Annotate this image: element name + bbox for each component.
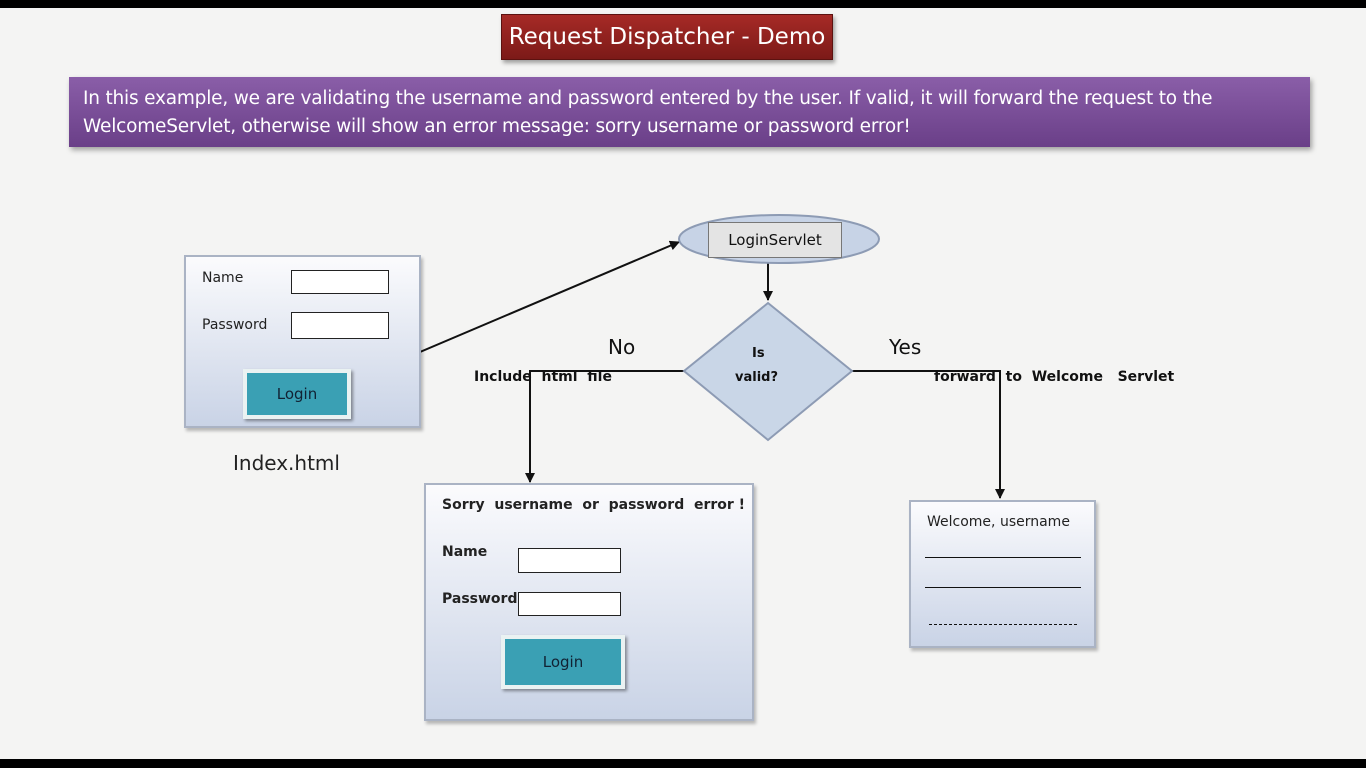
error-form-panel: Sorry username or password error ! Name … bbox=[424, 483, 754, 721]
decision-text-line1: Is bbox=[752, 346, 765, 361]
error-password-label: Password bbox=[442, 591, 518, 607]
top-border bbox=[0, 0, 1366, 8]
error-password-field[interactable] bbox=[518, 592, 621, 616]
arrow-yes-branch bbox=[852, 370, 1005, 499]
error-login-button[interactable]: Login bbox=[501, 635, 625, 689]
error-name-field[interactable] bbox=[518, 548, 621, 573]
bottom-border bbox=[0, 759, 1366, 768]
error-name-label: Name bbox=[442, 544, 488, 560]
index-login-button[interactable]: Login bbox=[243, 369, 351, 419]
welcome-message: Welcome, username bbox=[927, 514, 1070, 530]
welcome-line-3 bbox=[929, 624, 1077, 625]
servlet-label: LoginServlet bbox=[728, 231, 822, 249]
index-password-label: Password bbox=[202, 317, 268, 333]
welcome-line-2 bbox=[925, 587, 1081, 588]
servlet-label-box: LoginServlet bbox=[708, 222, 842, 258]
error-message: Sorry username or password error ! bbox=[442, 497, 746, 513]
slide-title: Request Dispatcher - Demo bbox=[501, 14, 833, 60]
yes-branch-label: Yes bbox=[889, 335, 922, 359]
index-name-field[interactable] bbox=[291, 270, 389, 294]
decision-text-line2: valid? bbox=[735, 370, 779, 385]
welcome-line-1 bbox=[925, 557, 1081, 558]
no-branch-label: No bbox=[608, 335, 636, 359]
welcome-page-panel: Welcome, username bbox=[909, 500, 1096, 648]
decision-diamond bbox=[682, 301, 854, 442]
arrow-no-branch bbox=[525, 370, 684, 483]
index-form-panel: Name Password Login bbox=[184, 255, 421, 428]
index-caption: Index.html bbox=[233, 451, 340, 475]
index-name-label: Name bbox=[202, 270, 244, 286]
index-password-field[interactable] bbox=[291, 312, 389, 339]
yes-branch-action: forward to Welcome Servlet bbox=[934, 369, 1175, 385]
description-banner: In this example, we are validating the u… bbox=[69, 77, 1310, 147]
no-branch-action: Include html file bbox=[474, 369, 612, 385]
